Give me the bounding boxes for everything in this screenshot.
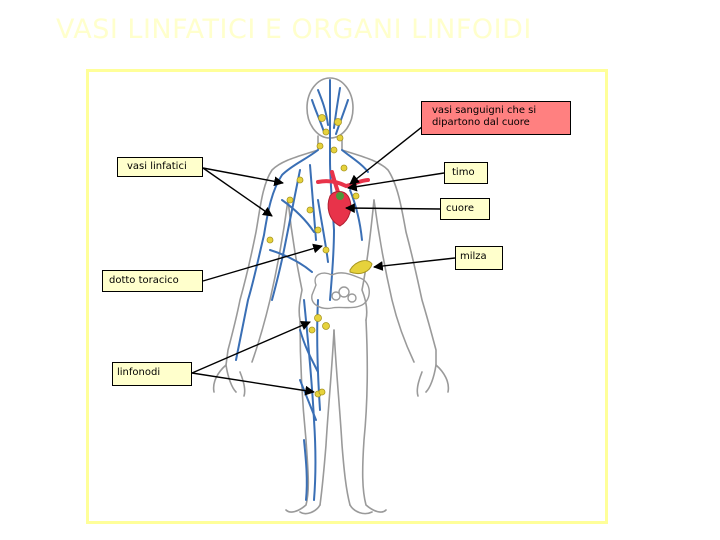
lymph-nodes: [266, 114, 360, 398]
intestine: [311, 272, 370, 310]
human-outline: [212, 77, 450, 515]
illustration-frame: [86, 69, 608, 524]
label-vasi-sanguigni: vasi sanguigni che si dipartono dal cuor…: [421, 101, 571, 135]
spleen: [349, 260, 373, 275]
thymus: [336, 192, 344, 200]
label-timo: timo: [444, 162, 488, 184]
pointer-arrows: [191, 118, 456, 396]
label-cuore: cuore: [440, 198, 490, 220]
label-milza: milza: [455, 246, 503, 270]
label-linfonodi: linfonodi: [112, 362, 192, 386]
label-dotto-toracico: dotto toracico: [102, 270, 203, 292]
label-vasi-linfatici: vasi linfatici: [117, 157, 203, 177]
heart-vessels: [316, 170, 370, 194]
page-title: VASI LINFATICI E ORGANI LINFOIDI: [56, 14, 532, 45]
